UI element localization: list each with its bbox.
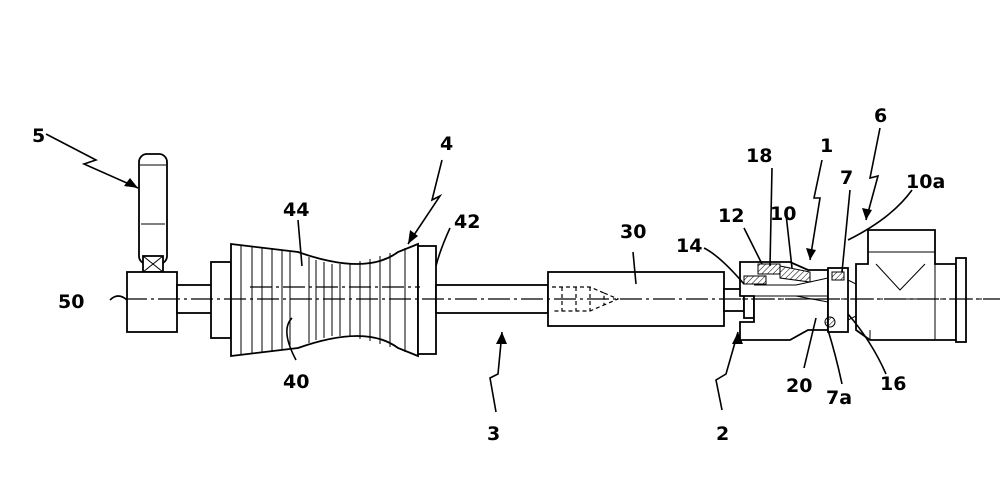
label-3: 3 <box>487 423 500 445</box>
label-14: 14 <box>676 235 702 257</box>
label-12: 12 <box>718 205 744 227</box>
handle-5 <box>139 154 167 272</box>
label-6: 6 <box>874 105 887 127</box>
label-10: 10 <box>770 203 796 225</box>
label-7a: 7a <box>826 387 852 409</box>
label-2: 2 <box>716 423 729 445</box>
label-30: 30 <box>620 221 646 243</box>
label-42: 42 <box>454 211 480 233</box>
label-40: 40 <box>283 371 309 393</box>
label-1: 1 <box>820 135 833 157</box>
label-20: 20 <box>786 375 812 397</box>
shaft-left <box>177 262 231 338</box>
label-5: 5 <box>32 125 45 147</box>
label-44: 44 <box>283 199 309 221</box>
seal-assembly <box>825 268 856 332</box>
label-50: 50 <box>58 291 84 313</box>
label-16: 16 <box>880 373 906 395</box>
label-10a: 10a <box>906 171 945 193</box>
label-4: 4 <box>440 133 453 155</box>
roller-4 <box>231 244 436 356</box>
label-7: 7 <box>840 167 853 189</box>
block-50 <box>127 272 177 332</box>
fitting-6 <box>856 230 966 342</box>
coupler-1 <box>740 262 828 340</box>
label-18: 18 <box>746 145 772 167</box>
